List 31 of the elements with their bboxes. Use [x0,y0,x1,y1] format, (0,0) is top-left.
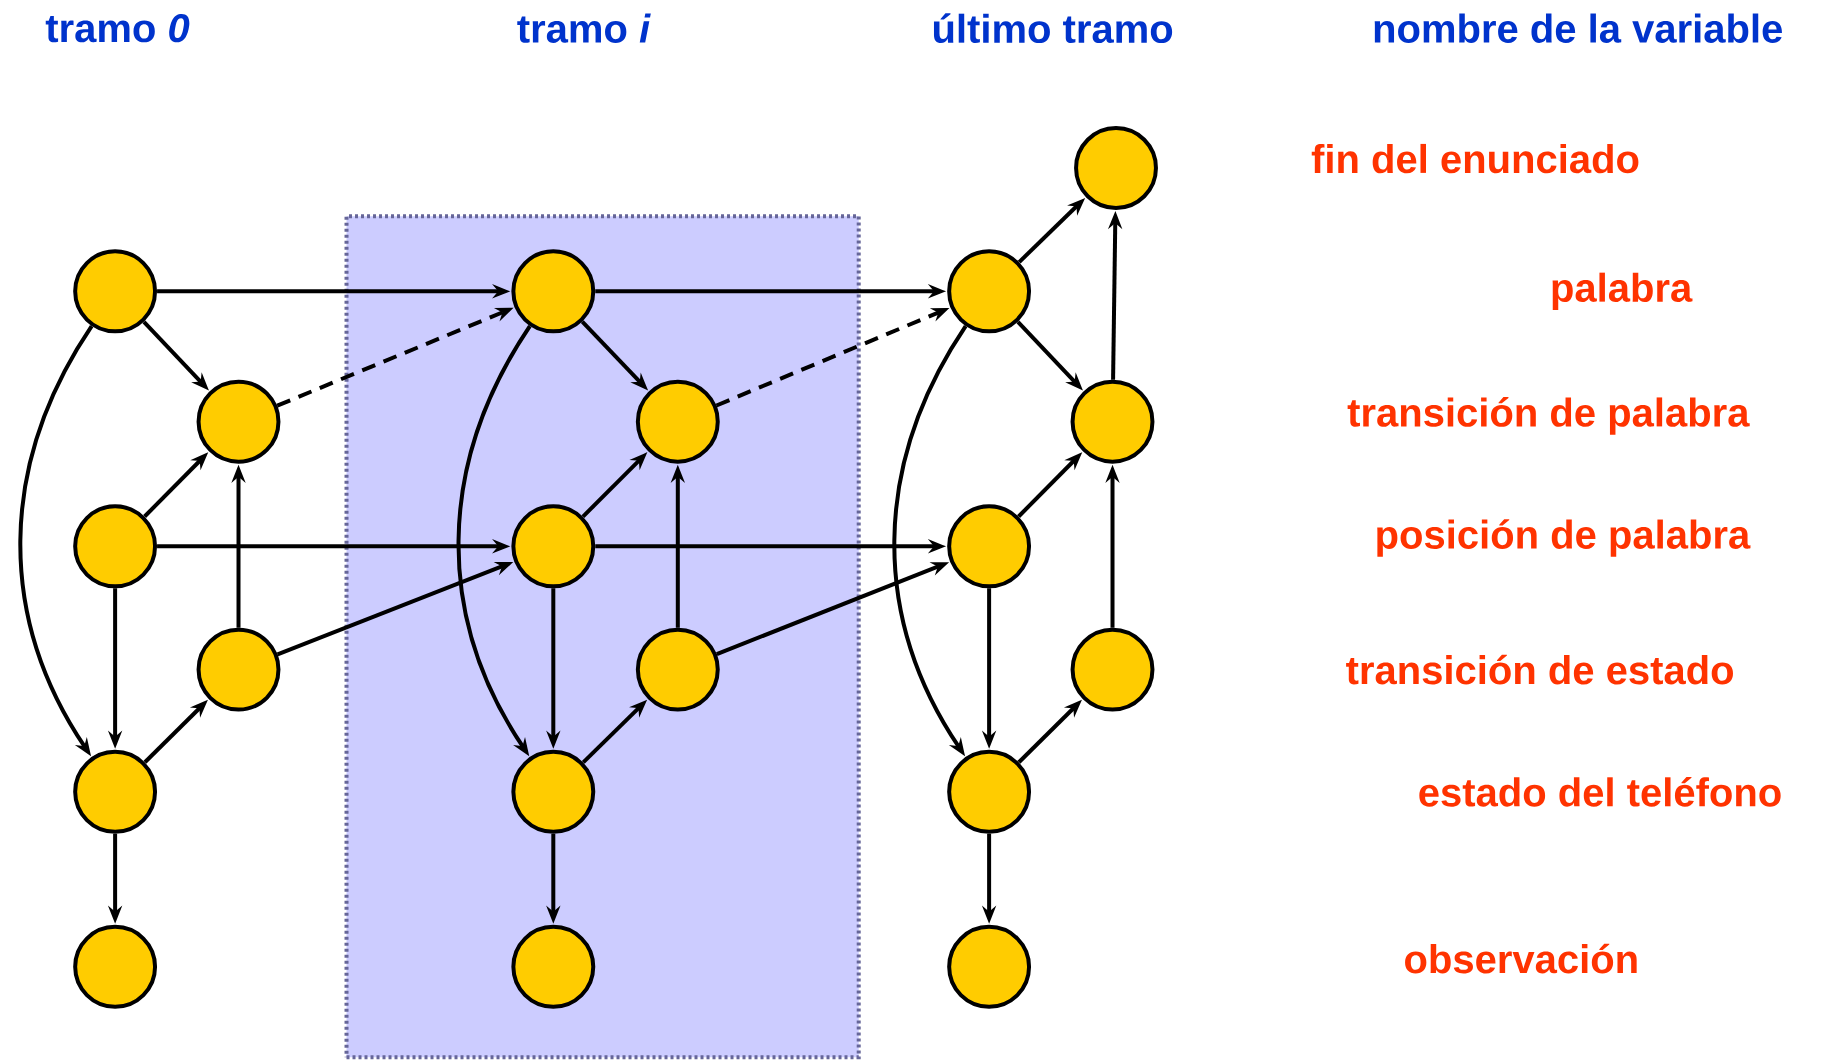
circle-node [511,504,596,589]
variable-name: posición de palabra [1377,519,1751,557]
column-heading: tramo i [517,13,651,43]
column-heading: último tramo [934,13,1173,44]
column-heading: tramo 0 [45,14,190,43]
variable-name: palabra [1552,272,1693,310]
shaded-band [344,214,861,1060]
variable-name: transición de estado [1346,654,1733,685]
circle-node [947,249,1032,334]
circle-node [73,249,158,334]
circle-node [947,749,1032,834]
circle-node [196,379,281,464]
circle-node [1074,126,1158,210]
circle-node [1070,627,1155,712]
circle-node [73,749,158,834]
circle-node [947,504,1032,589]
column-heading: nombre de la variable [1374,13,1782,43]
circle-node [196,627,281,712]
variable-name: transición de palabra [1347,397,1750,435]
circle-node [511,749,596,834]
circle-node [947,924,1032,1009]
circle-node [73,504,158,589]
variable-name: fin del enunciado [1311,143,1639,174]
circle-node [635,627,720,712]
variable-name: observación [1405,943,1637,974]
circle-node [511,249,596,334]
circle-node [1070,379,1155,464]
variable-name: estado del teléfono [1419,776,1781,807]
circle-node [73,924,158,1009]
circle-node [635,379,720,464]
circle-node [511,924,596,1009]
